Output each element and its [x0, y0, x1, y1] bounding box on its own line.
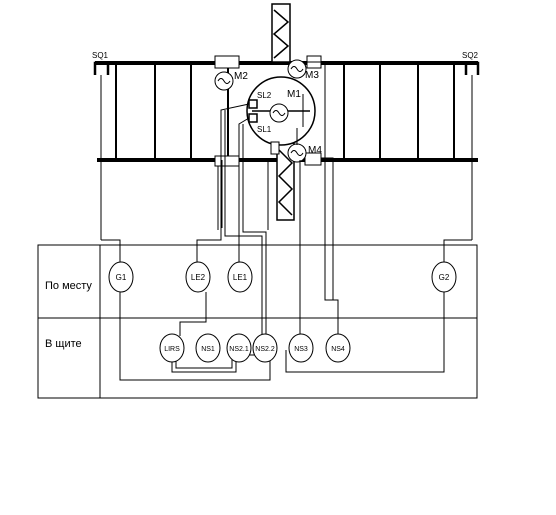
- wiring: [101, 61, 472, 381]
- motor-m2-label: M2: [234, 71, 248, 82]
- row-label-local: По месту: [45, 280, 92, 292]
- device-g1: G1: [108, 261, 134, 293]
- device-ns3: NS3: [288, 333, 314, 363]
- svg-text:LE2: LE2: [191, 273, 206, 282]
- device-ns1: NS1: [195, 333, 221, 363]
- conveyor: [93, 61, 480, 240]
- control-table: [37, 244, 478, 399]
- level-switch-sl2-label: SL2: [257, 91, 272, 100]
- motor-m1-icon: [269, 103, 289, 123]
- device-ns2-1: NS2.1: [226, 333, 252, 363]
- device-ns4: NS4: [325, 333, 351, 363]
- svg-text:NS4: NS4: [331, 346, 345, 353]
- svg-text:NS2.1: NS2.1: [229, 346, 249, 353]
- screw-conveyor: [271, 3, 295, 221]
- sensor-sq2-label: SQ2: [462, 51, 479, 60]
- level-switch-sl1-label: SL1: [257, 125, 272, 134]
- motor-m3-label: M3: [305, 70, 319, 81]
- svg-text:LE1: LE1: [233, 273, 248, 282]
- svg-text:G1: G1: [116, 273, 127, 282]
- row-label-panel: В щите: [45, 338, 82, 350]
- device-lirs: LIRS: [159, 333, 185, 363]
- motor-m1-label: M1: [287, 89, 301, 100]
- svg-text:NS1: NS1: [201, 346, 215, 353]
- motor-m4-icon: [270, 141, 322, 166]
- svg-text:LIRS: LIRS: [164, 346, 180, 353]
- svg-text:NS3: NS3: [294, 346, 308, 353]
- svg-text:G2: G2: [439, 273, 450, 282]
- motor-m4-label: M4: [308, 145, 322, 156]
- device-g2: G2: [431, 261, 457, 293]
- device-le2: LE2: [185, 261, 211, 293]
- device-le1: LE1: [227, 261, 253, 293]
- motor-m2-icon: [214, 55, 240, 167]
- sensor-sq1-label: SQ1: [92, 51, 109, 60]
- svg-text:NS2.2: NS2.2: [255, 346, 275, 353]
- device-ns2-2: NS2.2: [252, 333, 278, 363]
